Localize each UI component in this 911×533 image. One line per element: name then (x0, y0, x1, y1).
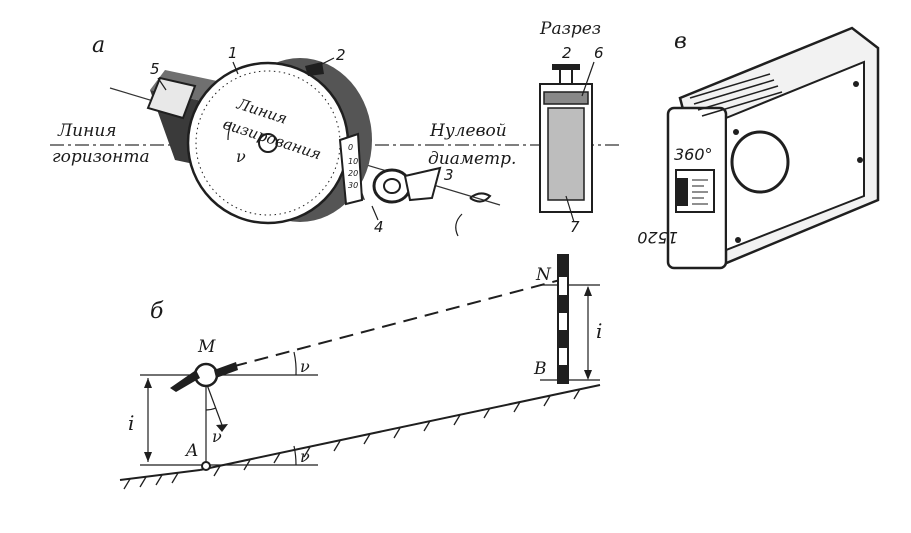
eyepiece-inner (383, 178, 401, 194)
part-2: 2 (336, 46, 346, 64)
section-part-7: 7 (570, 218, 580, 236)
angle-nu-a: ν (236, 147, 246, 166)
staff-divisions (558, 255, 568, 383)
label-i-instrument: i (128, 411, 134, 435)
scale-tick-0: 0 (348, 143, 353, 152)
panel-c-letter: в (674, 29, 687, 54)
label-i-staff: i (596, 319, 602, 343)
angle-arc-bottom (293, 445, 297, 466)
label-horizon-2: горизонта (52, 147, 150, 167)
eye-icon (469, 192, 492, 203)
eye-lid-icon (455, 213, 463, 237)
device-screw-4 (733, 129, 739, 135)
sight-line-mn (211, 279, 561, 373)
panel-b: б (119, 254, 602, 490)
device-screw-2 (853, 81, 859, 87)
reading-bottom: 1520 (637, 228, 678, 247)
instrument-tube-end (214, 362, 238, 378)
instrument-tube (170, 370, 200, 392)
part-4: 4 (374, 218, 384, 236)
scale-tick-3: 30 (348, 181, 358, 190)
angle-nu-bottom: ν (300, 447, 310, 466)
section-screw-head (552, 64, 580, 70)
device-screw-1 (735, 237, 741, 243)
part-3: 3 (444, 166, 454, 184)
device-sight-hole (730, 130, 790, 194)
device-ribs (689, 73, 783, 117)
panel-a-letter: a (92, 33, 105, 58)
ground-flat (119, 469, 201, 481)
angle-arc-plumb (205, 407, 217, 411)
clamp-knob (305, 62, 324, 76)
panel-b-letter: б (150, 299, 164, 324)
section-part-2: 2 (562, 44, 572, 62)
dim-staff-arrow-top (584, 286, 592, 296)
section-disc (547, 107, 585, 201)
point-a-marker (201, 461, 211, 471)
angle-nu-plumb: ν (212, 427, 222, 446)
leader-6 (581, 61, 595, 97)
eyepiece-hood (403, 166, 442, 202)
reading-scale (692, 179, 708, 205)
reading-top: 360° (674, 145, 713, 164)
label-point-m: M (197, 337, 216, 357)
angle-arc-top (293, 351, 297, 376)
leader-2 (321, 57, 335, 65)
label-horizon-1: Линия (57, 121, 117, 141)
dim-inst-arrow-top (144, 378, 152, 388)
eyepiece-block (146, 76, 197, 120)
dial-axis (258, 133, 278, 153)
label-point-b: B (533, 359, 547, 379)
label-zero-2: диаметр. (428, 149, 516, 169)
section-title: Разрез (539, 19, 601, 39)
dim-inst-arrow-bottom (144, 452, 152, 462)
leader-7 (565, 195, 575, 223)
leader-1 (232, 61, 239, 75)
section-part-6: 6 (594, 44, 604, 62)
section-clamp (543, 91, 589, 105)
label-point-n: N (535, 265, 552, 285)
angle-arc-a (227, 121, 233, 141)
label-zero-1: Нулевой (429, 121, 507, 141)
plumb-bob (216, 424, 228, 432)
panel-a: a 0 10 20 30 ν Линия визирования (50, 19, 620, 237)
leader-5 (157, 77, 167, 91)
device-side-plate (725, 60, 865, 252)
dim-staff-arrow-bottom (584, 370, 592, 380)
plumb-offset (205, 381, 223, 426)
scale-tick-2: 20 (348, 169, 358, 178)
index-pointer (338, 132, 364, 206)
ground-slope (199, 384, 601, 471)
reading-window-shade (676, 178, 688, 206)
leader-4 (371, 205, 379, 221)
device-screw-3 (857, 157, 863, 163)
scale-tick-1: 10 (348, 157, 358, 166)
angle-nu-top: ν (300, 357, 310, 376)
label-point-a: A (184, 441, 198, 461)
part-5: 5 (150, 60, 160, 78)
panel-c: в 360° 1520 (637, 26, 880, 270)
part-1: 1 (228, 44, 238, 62)
